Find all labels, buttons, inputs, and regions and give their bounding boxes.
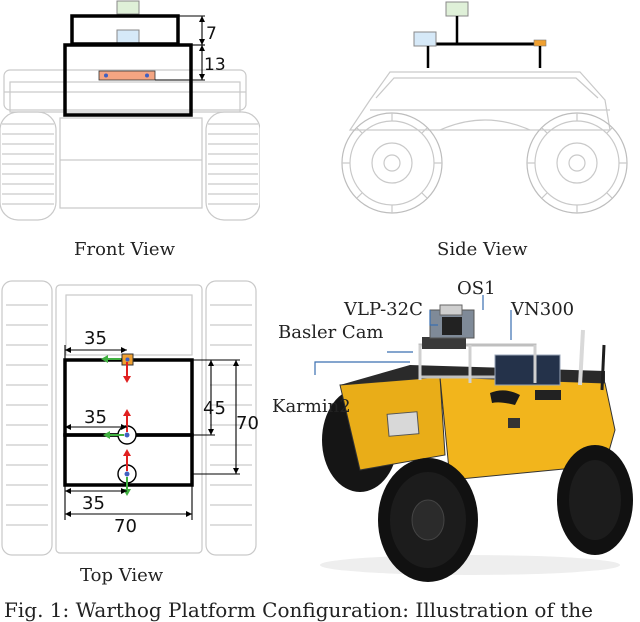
top-dim-offset-mid: 35 [84, 407, 107, 428]
front-view-label: Front View [74, 239, 175, 260]
front-mount-bar [98, 70, 156, 81]
top-axes-sensor [101, 355, 131, 383]
front-bolt-left [104, 73, 108, 78]
label-basler: Basler Cam [278, 322, 384, 343]
leader-lines [314, 295, 512, 375]
front-robot-outline [0, 69, 260, 221]
front-dim-upper: 7 [206, 24, 217, 44]
top-view-panel: 35 35 35 70 45 70 [0, 275, 270, 565]
robot-photo-illustration: OS1 VLP-32C VN300 Basler Cam Karmin2 [272, 278, 633, 582]
top-view-label: Top View [80, 565, 164, 586]
top-dim-offset-top: 35 [84, 328, 107, 349]
top-view-drawing: 35 35 35 70 45 70 [1, 280, 259, 556]
label-os1: OS1 [457, 278, 496, 299]
top-lidar-upper-dot [124, 432, 130, 438]
figure-caption: Fig. 1: Warthog Platform Configuration: … [4, 598, 593, 622]
front-mid-sensor-box [116, 29, 140, 44]
front-bolt-right [145, 73, 149, 78]
label-vn300: VN300 [510, 299, 574, 320]
label-karmin2: Karmin2 [272, 396, 351, 417]
top-dim-height-inner: 45 [203, 398, 226, 419]
front-dim-lower: 13 [204, 55, 226, 75]
label-vlp32c: VLP-32C [343, 299, 423, 320]
top-dim-width: 70 [114, 516, 137, 537]
top-robot-outline [1, 280, 257, 556]
top-lidar-lower-dot [124, 471, 130, 477]
side-gnss-box [533, 39, 547, 47]
side-view-label: Side View [437, 239, 528, 260]
side-robot-outline [341, 71, 628, 214]
front-view-drawing: 7 13 [0, 0, 260, 221]
sensor-rack [418, 304, 606, 405]
top-axes-lidar-upper [103, 409, 131, 439]
front-view-panel: 7 13 [0, 0, 260, 270]
front-top-sensor-box [116, 0, 140, 15]
top-sensor-square-dot [125, 357, 130, 362]
robot-photo-panel: OS1 VLP-32C VN300 Basler Cam Karmin2 [270, 265, 640, 595]
side-view-panel [330, 0, 640, 270]
side-view-drawing [341, 1, 628, 214]
side-left-sensor-box [413, 31, 437, 47]
top-dim-lines [64, 345, 240, 520]
side-top-sensor-box [445, 1, 469, 17]
top-dim-offset-bot: 35 [82, 493, 105, 514]
top-dim-height-outer: 70 [236, 413, 259, 434]
